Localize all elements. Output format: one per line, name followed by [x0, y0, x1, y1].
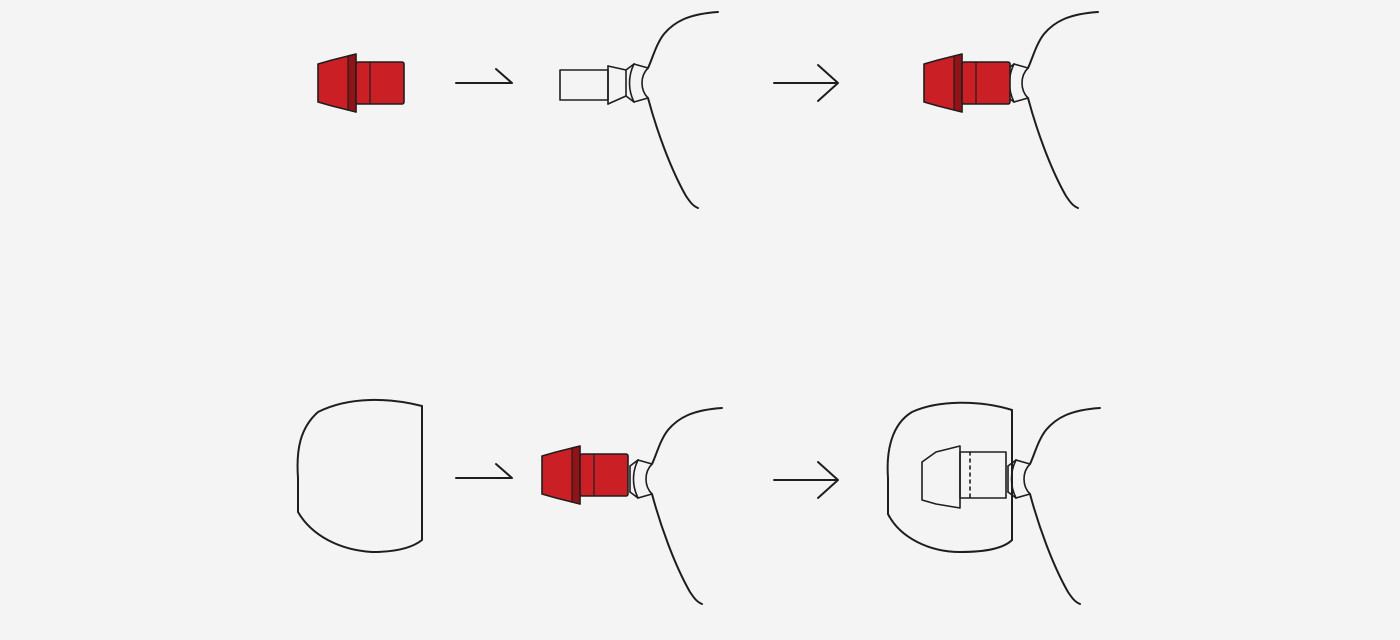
earphone-with-red-adapter — [923, 11, 1099, 209]
red-adapter — [317, 53, 405, 113]
earphone-with-adapter-inside-ear-tip — [886, 401, 1101, 605]
ear-tip — [296, 398, 423, 553]
arrow-short-icon — [455, 463, 513, 479]
earphone-with-red-adapter — [541, 407, 723, 605]
step-2-row — [296, 398, 1101, 605]
earphone-bare-nozzle — [559, 11, 719, 209]
step-1-row — [317, 11, 1099, 209]
arrow-right-icon — [773, 64, 839, 102]
arrow-short-icon — [455, 68, 513, 84]
arrow-right-icon — [773, 461, 839, 499]
